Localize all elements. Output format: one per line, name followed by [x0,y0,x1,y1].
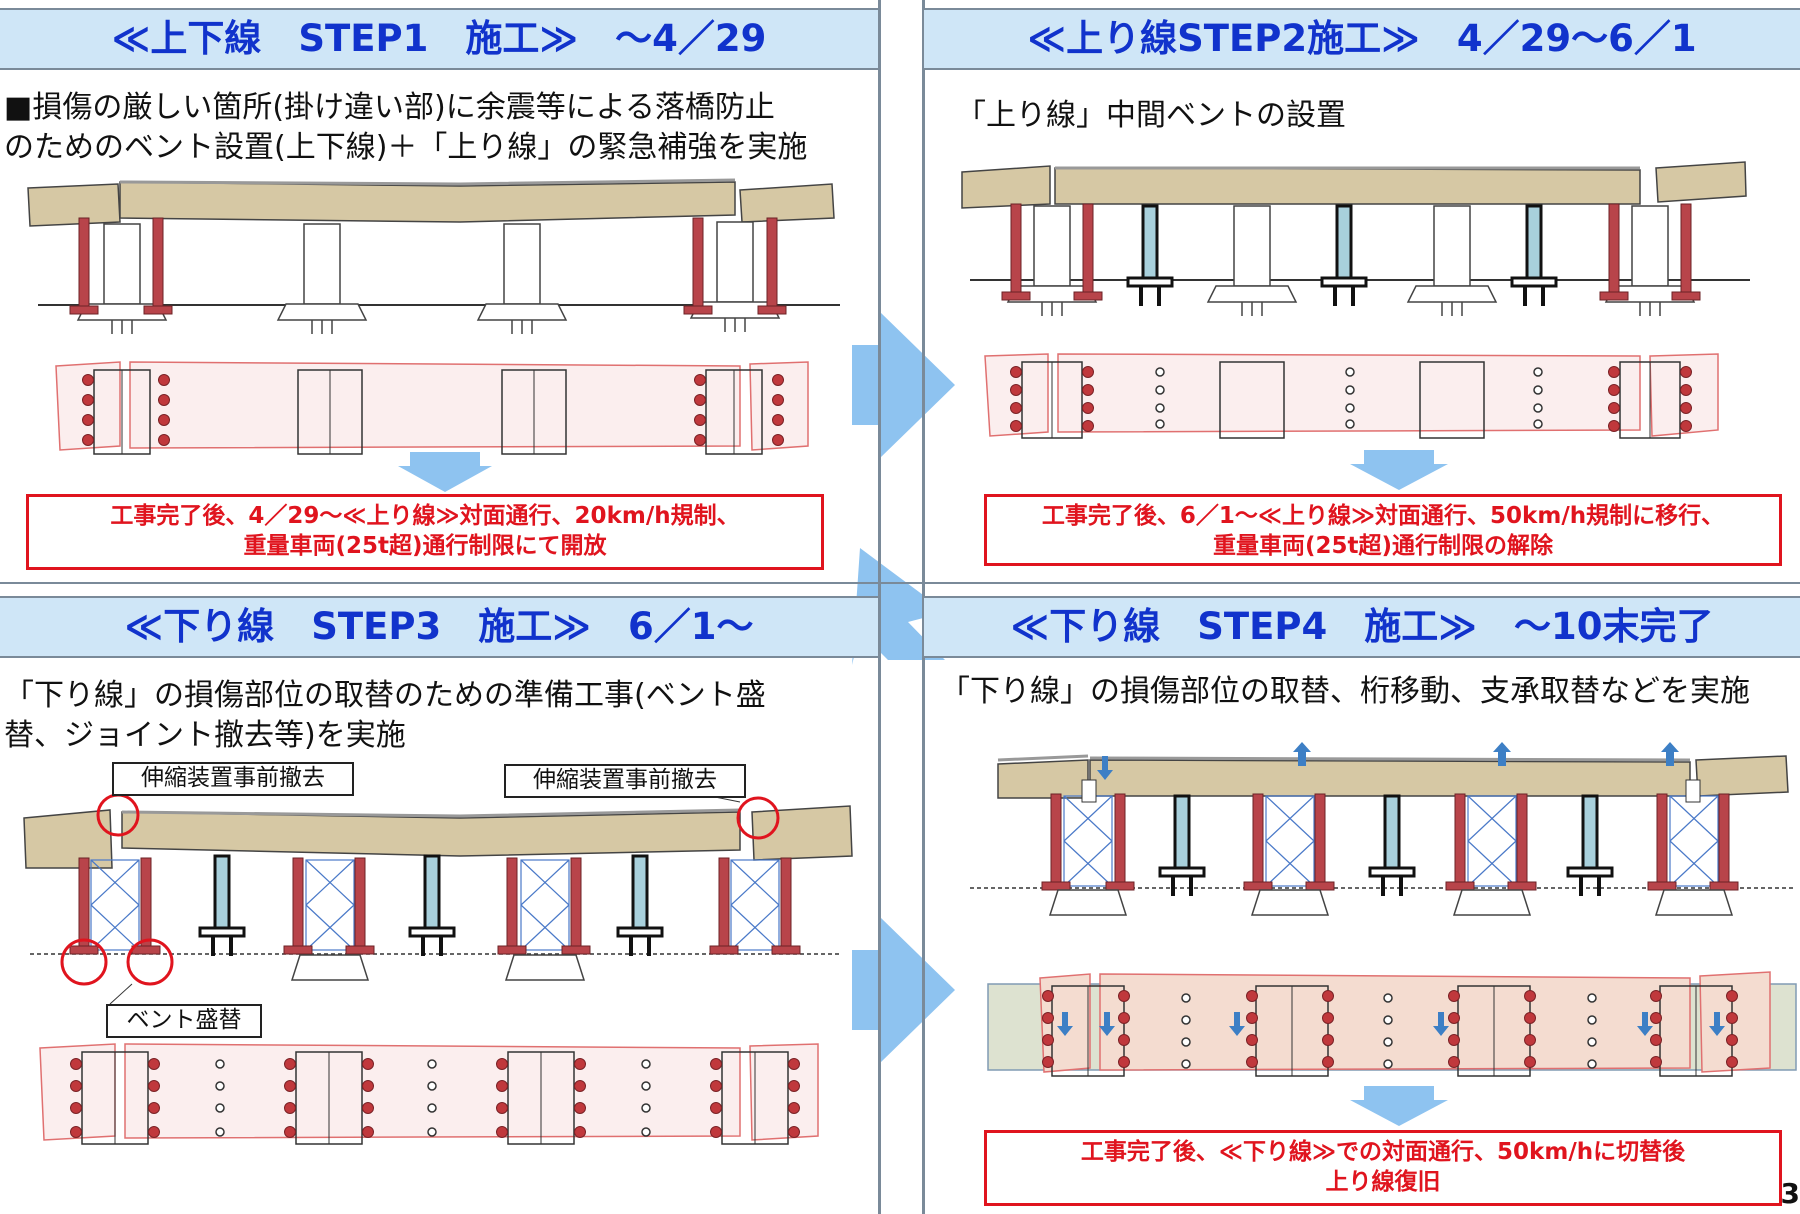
page-number: 3 [1780,1177,1800,1210]
step2-note-line1: 工事完了後、6／1～≪上り線≫対面通行、50km/h規制に移行、 [1041,503,1725,529]
step3-description-line1: 「下り線」の損傷部位の取替のための準備工事(ベント盛 [4,678,766,713]
step1-down-arrow-icon [398,452,492,492]
step2-note-line2: 重量車両(25t超)通行制限の解除 [1212,533,1554,559]
step2-result-note: 工事完了後、6／1～≪上り線≫対面通行、50km/h規制に移行、 重量車両(25… [984,494,1782,566]
step3-callout-bent-replacement: ベント盛替 [106,1004,262,1038]
step2-down-arrow-icon [1350,450,1448,490]
step2-elevation [961,161,1750,317]
step3-callout-joint-removal-left: 伸縮装置事前撤去 [112,762,354,796]
step4-title: ≪下り線 STEP4 施工≫ ～10末完了 [922,596,1800,658]
step1-result-note: 工事完了後、4／29～≪上り線≫対面通行、20km/h規制、 重量車両(25t超… [26,494,824,570]
step4-plan [987,971,1797,1077]
step3-description-line2: 替、ジョイント撤去等)を実施 [4,718,406,753]
step3-plan [39,1043,819,1145]
step4-note-line1: 工事完了後、≪下り線≫での対面通行、50km/hに切替後 [1080,1139,1686,1165]
flow-arrow-step3-to-step4-icon [852,917,955,1063]
step2-title: ≪上り線STEP2施工≫ 4／29～6／1 [922,8,1800,70]
step4-note-line2: 上り線復旧 [1325,1169,1441,1195]
step1-elevation [27,178,840,335]
step3-elevation [23,791,853,1005]
step4-result-note: 工事完了後、≪下り線≫での対面通行、50km/hに切替後 上り線復旧 [984,1130,1782,1206]
horizontal-divider [0,582,1800,584]
step1-description-line2: のためのベント設置(上下線)＋「上り線」の緊急補強を実施 [4,130,808,165]
step1-description-line1: ■損傷の厳しい箇所(掛け違い部)に余震等による落橋防止 [4,90,775,125]
step4-description-line1: 「下り線」の損傷部位の取替、桁移動、支承取替などを実施 [940,674,1750,709]
step1-note-line1: 工事完了後、4／29～≪上り線≫対面通行、20km/h規制、 [110,503,740,529]
step3-callout-joint-removal-right: 伸縮装置事前撤去 [504,764,746,798]
flow-arrow-step1-to-step2-icon [852,312,955,458]
step2-plan [984,353,1719,439]
step4-elevation [970,742,1795,916]
step2-description-line1: 「上り線」中間ベントの設置 [956,98,1346,133]
step3-title: ≪下り線 STEP3 施工≫ 6／1～ [0,596,880,658]
step4-down-arrow-icon [1350,1086,1448,1126]
step1-note-line2: 重量車両(25t超)通行制限にて開放 [243,533,607,559]
step1-title: ≪上下線 STEP1 施工≫ ～4／29 [0,8,880,70]
step1-plan [55,361,809,455]
